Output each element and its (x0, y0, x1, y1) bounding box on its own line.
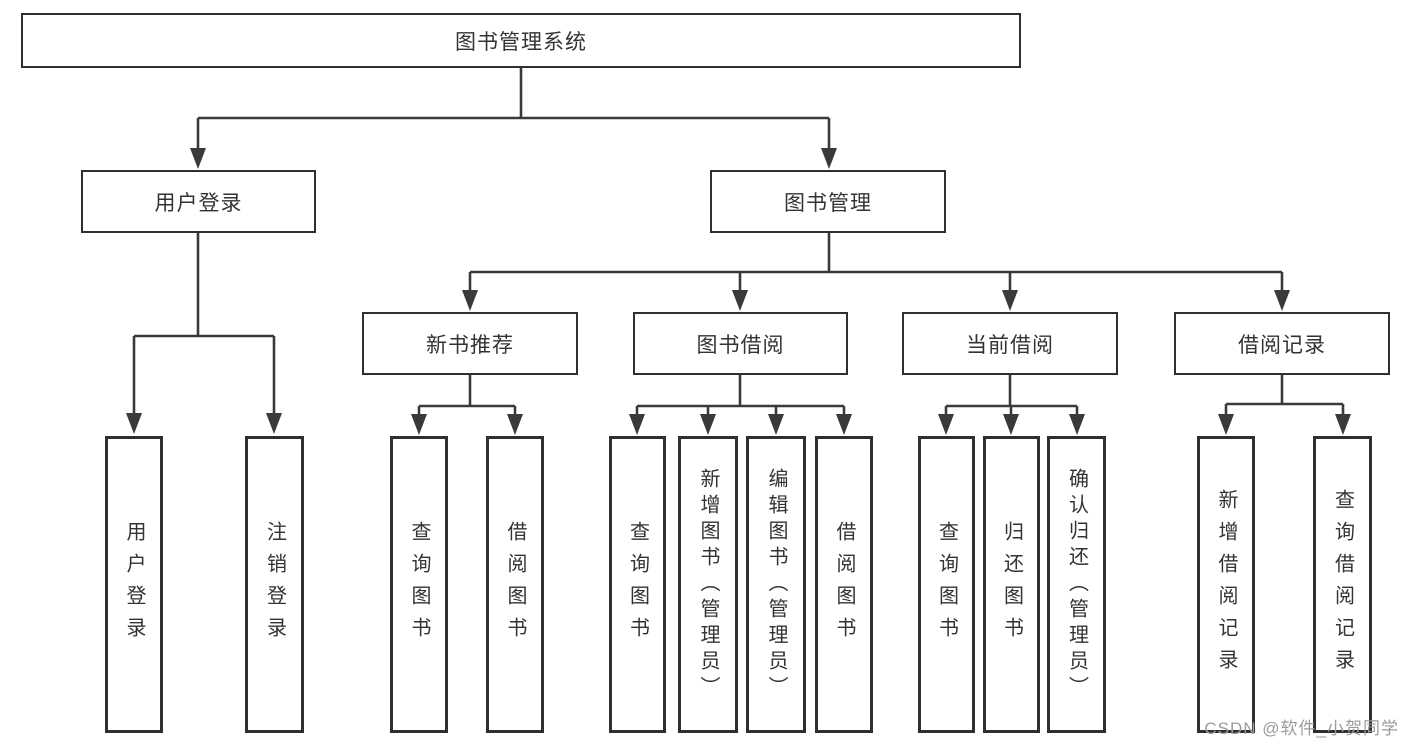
leaf-query-borrow-record: 查询借阅记录 (1313, 436, 1372, 733)
leaf-query-books-borrowing: 查询图书 (609, 436, 666, 733)
leaf-edit-book-admin: 编辑图书（管理员） (746, 436, 806, 733)
node-book-management: 图书管理 (710, 170, 946, 233)
leaf-query-books-current: 查询图书 (918, 436, 975, 733)
leaf-query-books-recommend: 查询图书 (390, 436, 448, 733)
node-library-management-system: 图书管理系统 (21, 13, 1021, 68)
node-current-borrowing: 当前借阅 (902, 312, 1118, 375)
leaf-add-book-admin: 新增图书（管理员） (678, 436, 738, 733)
node-user-login: 用户登录 (81, 170, 316, 233)
leaf-borrow-books-recommend: 借阅图书 (486, 436, 544, 733)
leaf-add-borrow-record: 新增借阅记录 (1197, 436, 1255, 733)
node-book-borrowing: 图书借阅 (633, 312, 848, 375)
csdn-watermark: CSDN @软件_小贺同学 (1204, 719, 1399, 738)
leaf-return-book: 归还图书 (983, 436, 1040, 733)
node-borrowing-records: 借阅记录 (1174, 312, 1390, 375)
leaf-confirm-return-admin: 确认归还（管理员） (1047, 436, 1106, 733)
leaf-borrow-books-borrowing: 借阅图书 (815, 436, 873, 733)
leaf-user-login: 用户登录 (105, 436, 163, 733)
node-new-book-recommendation: 新书推荐 (362, 312, 578, 375)
leaf-logout: 注销登录 (245, 436, 304, 733)
